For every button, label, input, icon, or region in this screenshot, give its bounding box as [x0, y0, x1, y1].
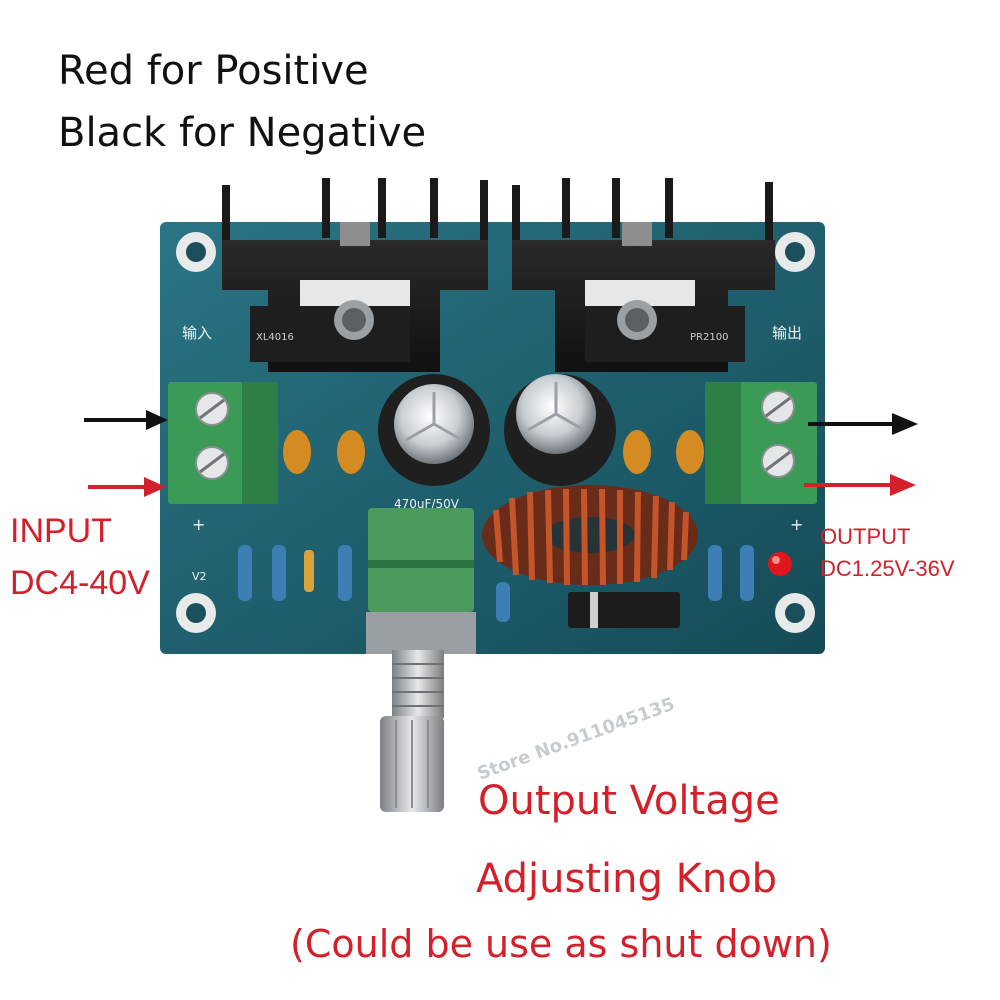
- capacitor-left: [378, 374, 490, 486]
- knob-caption-line2: Adjusting Knob: [476, 856, 778, 902]
- mounting-hole: [176, 593, 216, 633]
- header-line-negative: Black for Negative: [58, 110, 427, 156]
- input-negative-arrow-icon: [84, 410, 168, 430]
- ceramic-capacitors: [283, 430, 704, 474]
- input-label: INPUT: [10, 512, 112, 550]
- header-line-positive: Red for Positive: [58, 48, 369, 94]
- silk-v2: V2: [192, 570, 207, 583]
- mounting-hole: [775, 232, 815, 272]
- output-negative-arrow-icon: [808, 413, 918, 435]
- silk-plus-left: +: [192, 515, 205, 534]
- regulator-chip-right: PR2100: [585, 280, 745, 362]
- diode: [568, 592, 680, 628]
- silk-plus-right: +: [790, 515, 803, 534]
- knob-caption-line3: (Could be use as shut down): [290, 922, 832, 966]
- mounting-hole: [775, 593, 815, 633]
- output-positive-arrow-icon: [804, 474, 916, 496]
- resistors: [238, 545, 754, 622]
- potentiometer: [366, 508, 476, 654]
- output-label: OUTPUT: [820, 524, 911, 549]
- output-terminal-block: [705, 382, 817, 504]
- chip-left-label: XL4016: [256, 332, 294, 343]
- capacitor-right: [504, 374, 616, 486]
- input-positive-arrow-icon: [88, 477, 166, 497]
- watermark-text: Store No.911045135: [475, 694, 678, 785]
- output-voltage-range: DC1.25V-36V: [820, 556, 955, 581]
- silk-output-cn: 输出: [772, 324, 802, 342]
- input-voltage-range: DC4-40V: [10, 564, 150, 602]
- toroid-inductor: [482, 485, 698, 586]
- regulator-chip-left: XL4016: [250, 280, 410, 362]
- input-terminal-block: [168, 382, 278, 504]
- mounting-hole: [176, 232, 216, 272]
- silk-input-cn: 输入: [182, 324, 212, 342]
- knob-caption-line1: Output Voltage: [478, 778, 780, 824]
- status-led: [768, 552, 792, 576]
- adjusting-knob-shaft: [380, 650, 444, 812]
- chip-right-label: PR2100: [690, 332, 728, 343]
- capacitor-rating: 470uF/50V: [394, 497, 460, 511]
